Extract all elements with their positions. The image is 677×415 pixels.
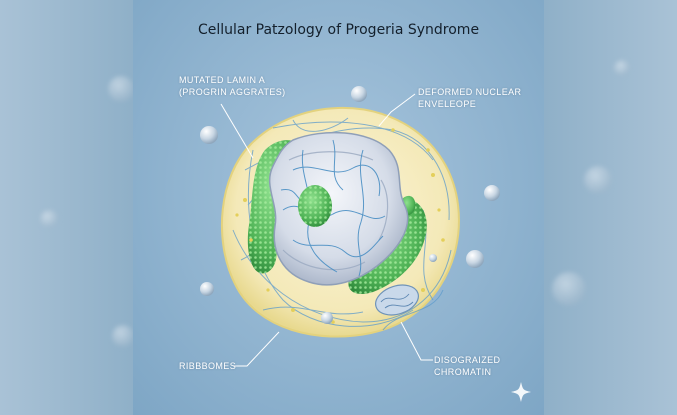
label-leader-lines [220,93,433,367]
floating-vesicle [466,250,484,268]
label-chromatin-line2: CHROMATIN [434,367,492,377]
label-disorganized-chromatin: DISOGRAIZED CHROMATIN [434,354,500,378]
nuclear-envelope-folds [282,151,389,271]
blurred-vesicle [108,76,134,102]
cell-illustration [200,86,531,402]
sparkle-icon [511,382,531,402]
disorganized-chromatin-body [375,284,419,316]
left-blurred-backdrop [0,0,134,415]
blurred-vesicle [552,272,586,306]
label-ribosomes-text: RIBBBOMES [179,361,237,371]
cytoplasmic-vesicle [429,254,437,262]
blurred-vesicle [40,210,58,228]
diagram-panel: Cellular Patzology of Progeria Syndrome [133,0,544,415]
chromatin-network [280,139,386,277]
label-deformed-envelope: DEFORMED NUCLEAR ENVELEOPE [418,86,521,110]
cytoplasmic-vesicle [321,312,333,324]
label-deformed-envelope-line1: DEFORMED NUCLEAR [418,87,522,97]
floating-vesicle [484,185,500,201]
label-chromatin-line1: DISOGRAIZED [434,355,501,365]
label-mutated-lamin-line1: MUTATED LAMIN A [179,75,266,85]
label-mutated-lamin: MUTATED LAMIN A (PROGRIN AGGRATES) [179,74,286,98]
floating-vesicle [200,282,214,296]
right-blurred-backdrop [544,0,677,415]
label-deformed-envelope-line2: ENVELEOPE [418,99,477,109]
blurred-vesicle [112,325,134,347]
nucleolus [298,185,332,227]
ribosomes [235,128,445,324]
label-ribosomes: RIBBBOMES [179,360,236,372]
floating-vesicle [351,86,367,102]
label-mutated-lamin-line2: (PROGRIN AGGRATES) [179,87,286,97]
blurred-vesicle [614,60,630,76]
blurred-vesicle [584,166,612,194]
floating-vesicle [200,126,218,144]
diagram-title: Cellular Patzology of Progeria Syndrome [197,22,480,38]
